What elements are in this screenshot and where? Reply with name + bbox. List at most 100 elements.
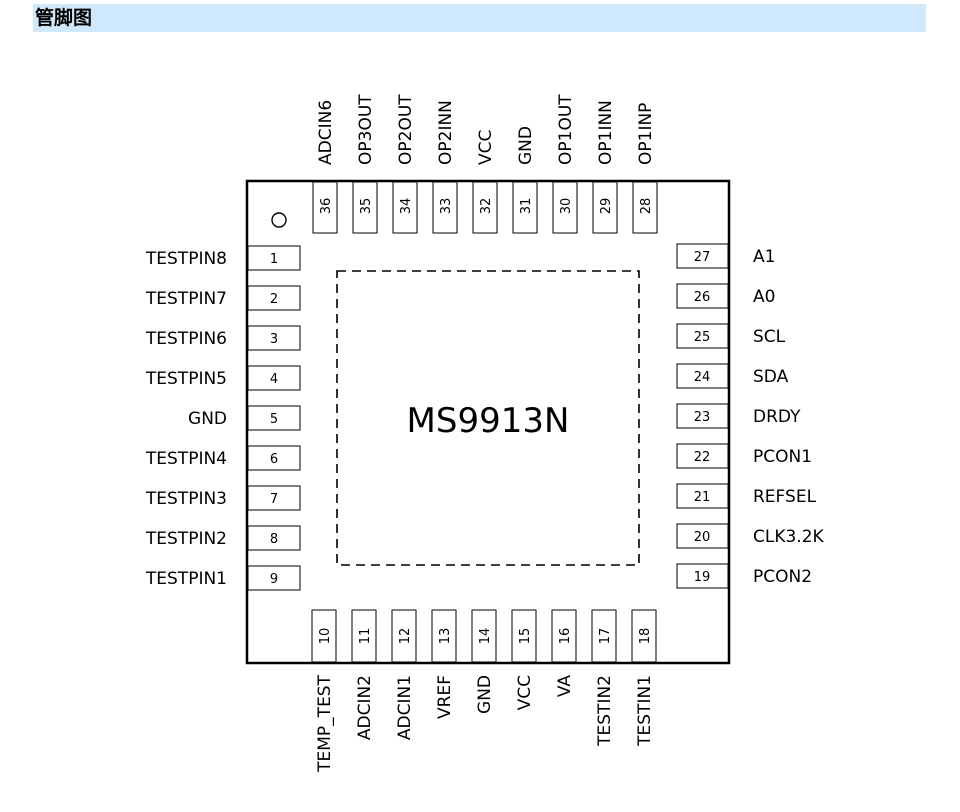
pin-pad [676,243,729,269]
pin-33: 33 OP2INN [432,100,458,234]
pin-pad [472,181,498,234]
pin-28: 28 OP1INP [632,103,658,234]
pin-number: 36 [319,198,334,215]
pin-label: PCON2 [753,567,812,587]
pin-number: 15 [518,628,533,645]
pin-number: 33 [439,198,454,215]
pin-label: OP2OUT [396,94,416,165]
pin-number: 1 [270,252,278,267]
pin-label: OP1INP [636,103,656,165]
pin-pad [471,609,497,663]
pin-label: TESTPIN8 [145,249,227,269]
pin-number: 30 [559,198,574,215]
pin-number: 32 [479,198,494,215]
pin-pad [247,365,301,391]
pin-pad [352,181,378,234]
pin-number: 35 [359,198,374,215]
pin-pad [512,181,538,234]
pin-number: 23 [694,410,711,425]
pin-pad [391,609,417,663]
pin-pad [676,283,729,309]
pin-label: ADCIN6 [316,100,336,165]
pin-label: TESTPIN5 [145,369,227,389]
pin-label: TESTIN2 [595,675,615,747]
chip-body [245,179,731,665]
pin-label: SCL [753,327,786,347]
pin-number: 28 [639,198,654,215]
pin-29: 29 OP1INN [592,100,618,234]
pin-number: 9 [270,572,278,587]
pin-label: OP1INN [596,100,616,165]
pin-label: TESTIN1 [635,675,655,747]
pin-number: 25 [694,330,711,345]
pin-number: 18 [638,628,653,645]
pin-label: GND [516,126,536,165]
pin-label: OP2INN [436,100,456,165]
pin-label: TESTPIN7 [145,289,227,309]
pin-pad [676,443,729,469]
pin-number: 16 [558,628,573,645]
pin-pad [552,181,578,234]
pin-label: ADCIN1 [395,675,415,740]
pin-label: A1 [753,247,775,267]
chip-name: MS9913N [407,401,570,441]
pin-pad [351,609,377,663]
pin-label: TEMP_TEST [315,674,335,772]
pin-label: VCC [515,675,535,710]
pin-pad [247,285,301,311]
pin-pad [247,565,301,591]
pin-pad [247,405,301,431]
pin-number: 14 [478,628,493,645]
pin-pad [631,609,657,663]
bottom-pin-group: 10TEMP_TEST11ADCIN212ADCIN113VREF14GND15… [311,609,657,773]
pin-pad [311,609,337,663]
pin-pad [551,609,577,663]
pin-label: TESTPIN3 [145,489,227,509]
pin-number: 21 [694,490,711,505]
pin-1: 1 TESTPIN8 [145,245,301,271]
pin-label: OP1OUT [556,94,576,165]
pin-label: TESTPIN2 [145,529,227,549]
pin-35: 35 OP3OUT [352,94,378,234]
pin-number: 26 [694,290,711,305]
pin-19: 19 PCON2 [676,563,812,589]
pin-pad [247,445,301,471]
pin-36: 36 ADCIN6 [312,100,338,234]
pin-pad [676,403,729,429]
pin-30: 30 OP1OUT [552,94,578,234]
pin-label: SDA [753,367,789,387]
pin-pad [312,181,338,234]
pin-pad [676,523,729,549]
pin-label: OP3OUT [356,94,376,165]
pin-label: ADCIN2 [355,675,375,740]
pin-pad [247,325,301,351]
pin-number: 20 [694,530,711,545]
pin-number: 19 [694,570,711,585]
pin-number: 11 [358,628,373,645]
pin-number: 29 [599,198,614,215]
pin-label: PCON1 [753,447,812,467]
pin-number: 17 [598,628,613,645]
